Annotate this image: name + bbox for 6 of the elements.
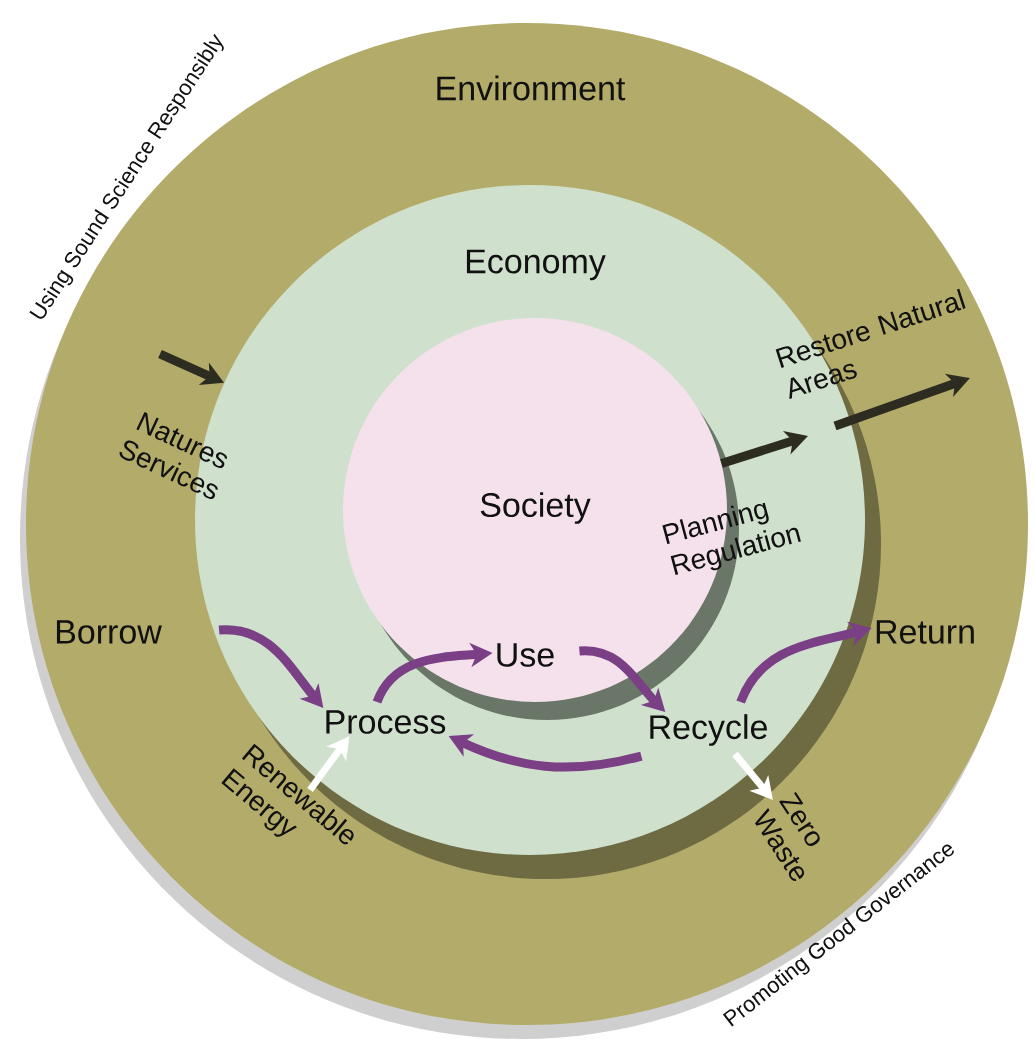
stage-label: Process [326,710,446,734]
stage-label: Use [497,643,554,667]
stage-label: Borrow [56,620,162,644]
stage-label: Recycle [650,714,767,746]
edge-label: Restore Natural Areas [775,288,966,400]
stage-label: Return [876,620,974,644]
